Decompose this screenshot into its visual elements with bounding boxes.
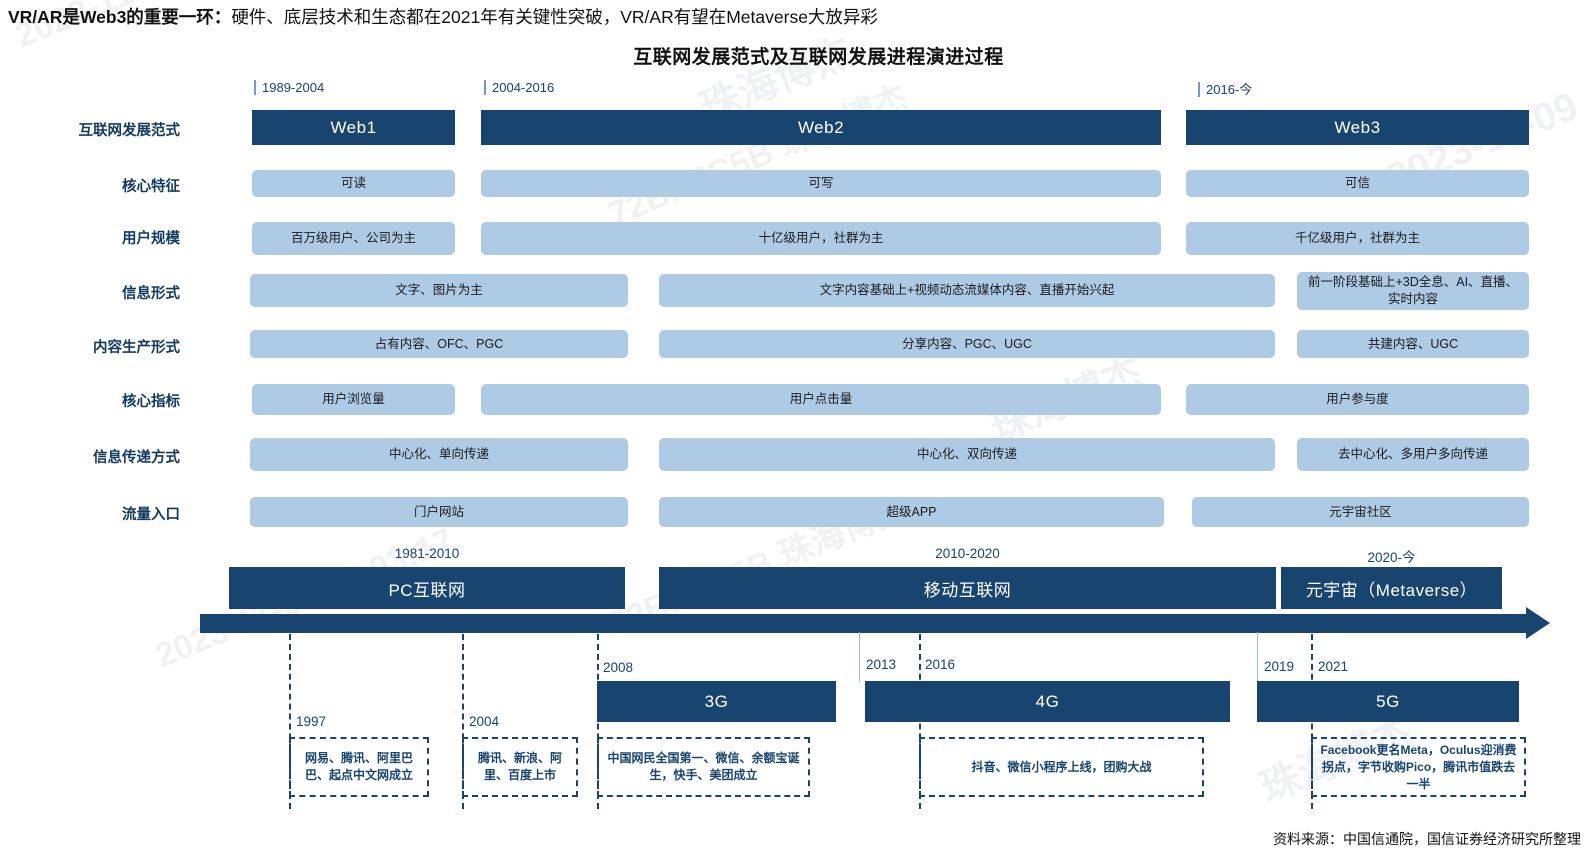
cell-metric-web3[interactable]: 用户参与度 <box>1186 384 1529 415</box>
paradigm-bar-web3[interactable]: Web3 <box>1186 110 1529 145</box>
cell-feature-web3[interactable]: 可信 <box>1186 170 1529 197</box>
cell-infoform-web2[interactable]: 文字内容基础上+视频动态流媒体内容、直播开始兴起 <box>659 274 1275 307</box>
cell-infoform-web1[interactable]: 文字、图片为主 <box>250 274 628 307</box>
timeline-axis <box>200 614 1526 633</box>
cell-metric-web1[interactable]: 用户浏览量 <box>252 384 455 415</box>
cell-production-web3[interactable]: 共建内容、UGC <box>1297 330 1529 358</box>
era-bar-metaverse[interactable]: 元宇宙（Metaverse） <box>1281 567 1502 609</box>
era-date-metaverse: 2020-今 <box>1367 550 1416 565</box>
milestone-year-2021: 2021 <box>1318 659 1349 674</box>
cell-transmit-web2[interactable]: 中心化、双向传递 <box>659 438 1275 471</box>
milestone-year-2013: 2013 <box>866 657 897 672</box>
row-label-entry: 流量入口 <box>122 507 180 523</box>
watermark: 72BA7C5B 珠海博杰 <box>603 78 914 234</box>
note-1997[interactable]: 网易、腾讯、阿里巴巴、起点中文网成立 <box>289 737 429 797</box>
milestone-year-2004: 2004 <box>469 714 500 729</box>
note-2008[interactable]: 中国网民全国第一、微信、余额宝诞生，快手、美团成立 <box>597 737 810 797</box>
row-label-userscale: 用户规模 <box>122 231 180 247</box>
row-label-infoform: 信息形式 <box>122 286 180 302</box>
generation-bar-4g[interactable]: 4G <box>865 681 1230 722</box>
cell-userscale-web1[interactable]: 百万级用户、公司为主 <box>252 222 455 255</box>
cell-feature-web2[interactable]: 可写 <box>481 170 1161 197</box>
kicker-rest: 硬件、底层技术和生态都在2021年有关键性突破，VR/AR有望在Metavers… <box>231 7 878 27</box>
paradigm-bar-web2[interactable]: Web2 <box>481 110 1161 145</box>
page-kicker: VR/AR是Web3的重要一环：硬件、底层技术和生态都在2021年有关键性突破，… <box>8 6 1408 28</box>
paradigm-date-web3: 2016-今 <box>1198 82 1252 97</box>
paradigm-date-web2: 2004-2016 <box>484 80 554 95</box>
cell-production-web2[interactable]: 分享内容、PGC、UGC <box>659 330 1275 358</box>
milestone-line-2004 <box>462 634 464 809</box>
source-note: 资料来源：中国信通院，国信证券经济研究所整理 <box>1273 831 1581 847</box>
row-label-metric: 核心指标 <box>122 394 180 410</box>
era-bar-pc[interactable]: PC互联网 <box>229 567 625 609</box>
milestone-tick-2019 <box>1257 632 1258 682</box>
cell-transmit-web1[interactable]: 中心化、单向传递 <box>250 438 628 471</box>
cell-entry-web3[interactable]: 元宇宙社区 <box>1192 497 1529 527</box>
timeline-arrow-icon <box>1526 607 1550 639</box>
cell-metric-web2[interactable]: 用户点击量 <box>481 384 1161 415</box>
generation-bar-3g[interactable]: 3G <box>597 681 836 722</box>
cell-infoform-web3[interactable]: 前一阶段基础上+3D全息、AI、直播、实时内容 <box>1297 272 1529 310</box>
milestone-year-1997: 1997 <box>296 714 327 729</box>
note-2016[interactable]: 抖音、微信小程序上线，团购大战 <box>919 737 1204 797</box>
milestone-year-2016: 2016 <box>925 657 956 672</box>
paradigm-bar-web1[interactable]: Web1 <box>252 110 455 145</box>
era-bar-mobile[interactable]: 移动互联网 <box>659 567 1276 609</box>
paradigm-date-web1: 1989-2004 <box>254 80 324 95</box>
cell-userscale-web3[interactable]: 千亿级用户，社群为主 <box>1186 222 1529 255</box>
era-date-mobile: 2010-2020 <box>935 546 1000 561</box>
era-date-pc: 1981-2010 <box>394 546 460 561</box>
page-title: 互联网发展范式及互联网发展进程演进过程 <box>633 47 1004 68</box>
generation-bar-5g[interactable]: 5G <box>1257 681 1519 722</box>
milestone-tick-2013 <box>859 632 860 682</box>
row-label-paradigm: 互联网发展范式 <box>78 123 181 139</box>
cell-production-web1[interactable]: 占有内容、OFC、PGC <box>250 330 628 358</box>
milestone-line-1997 <box>289 634 291 809</box>
cell-transmit-web3[interactable]: 去中心化、多用户多向传递 <box>1297 438 1529 471</box>
cell-entry-web2[interactable]: 超级APP <box>659 497 1164 527</box>
note-2004[interactable]: 腾讯、新浪、阿里、百度上市 <box>462 737 578 797</box>
row-label-transmit: 信息传递方式 <box>93 450 180 466</box>
row-label-production: 内容生产形式 <box>93 340 180 356</box>
cell-feature-web1[interactable]: 可读 <box>252 170 455 197</box>
milestone-year-2008: 2008 <box>603 660 634 675</box>
cell-userscale-web2[interactable]: 十亿级用户，社群为主 <box>481 222 1161 255</box>
milestone-year-2019: 2019 <box>1264 659 1295 674</box>
kicker-bold: VR/AR是Web3的重要一环： <box>8 7 232 27</box>
cell-entry-web1[interactable]: 门户网站 <box>250 497 628 527</box>
row-label-feature: 核心特征 <box>122 179 180 195</box>
note-2021[interactable]: Facebook更名Meta，Oculus迎消费拐点，字节收购Pico，腾讯市值… <box>1311 737 1526 797</box>
